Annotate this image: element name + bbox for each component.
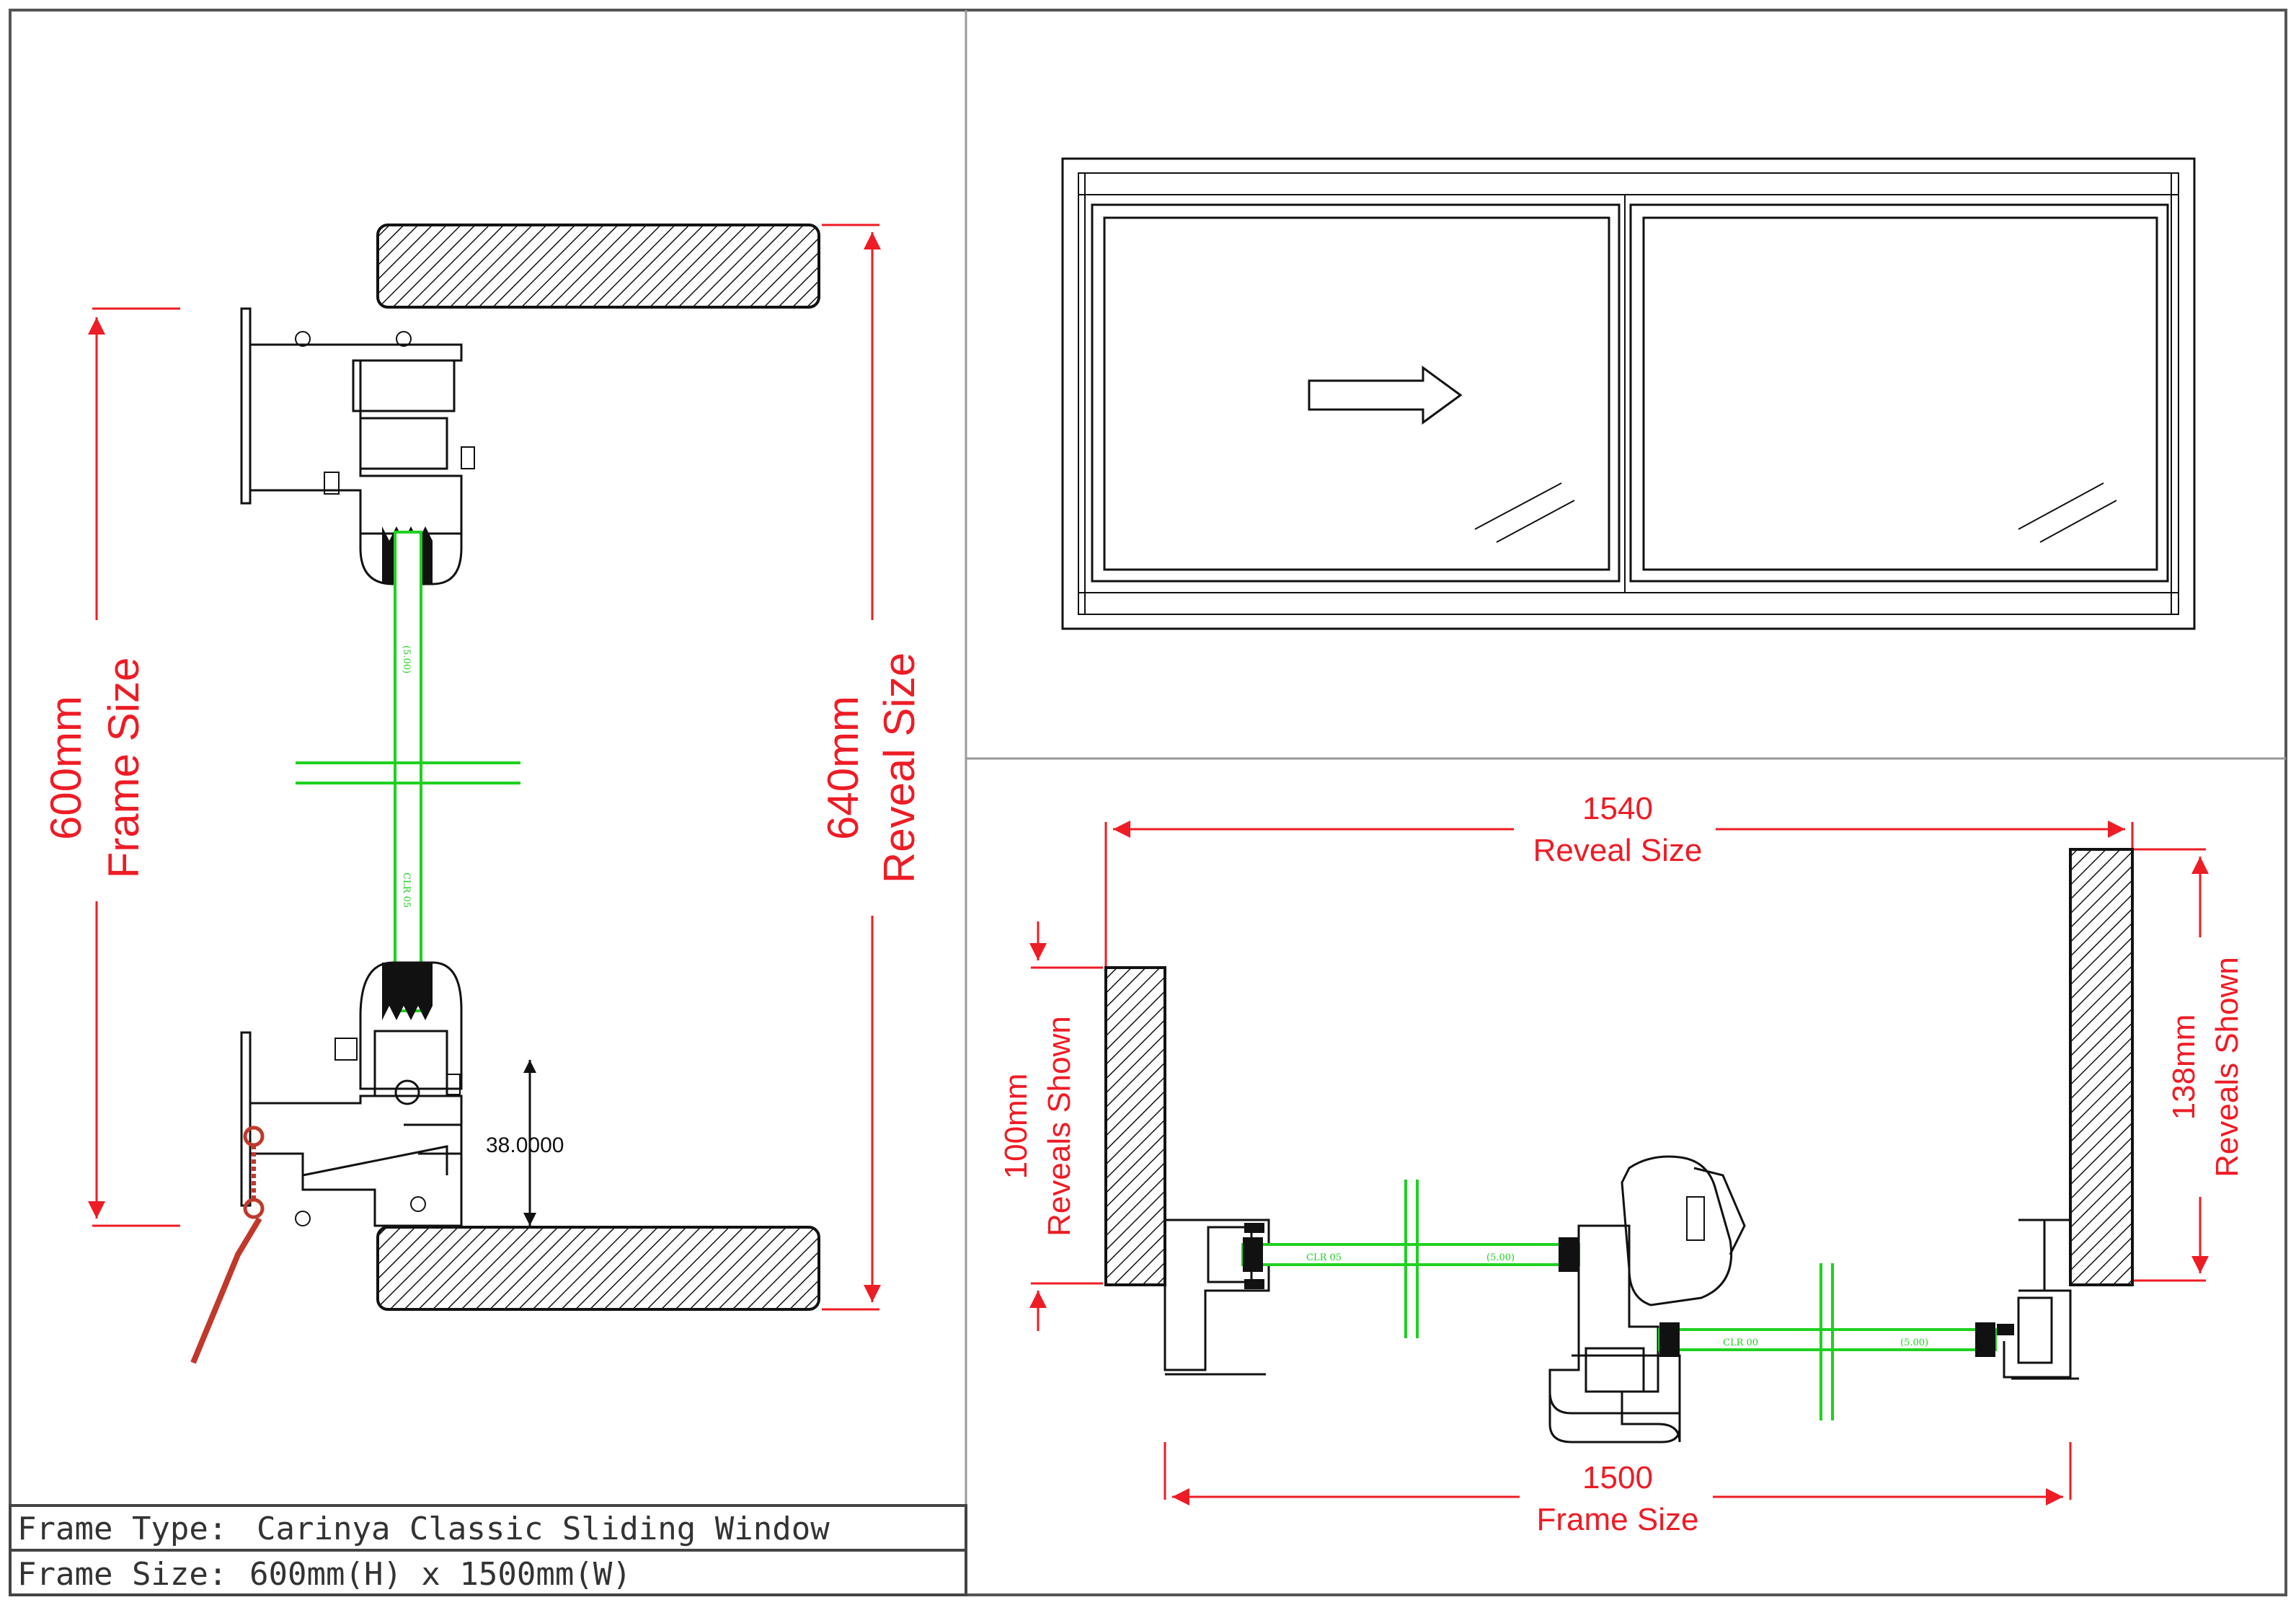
frame-height-dimension: 600mm Frame Size: [42, 307, 180, 1227]
title-block: Frame Type: Carinya Classic Sliding Wind…: [9, 1504, 967, 1596]
frame-width-dimension: 1500 Frame Size: [1163, 1442, 2072, 1537]
glass-code-2: (5.00): [1486, 1252, 1515, 1263]
right-jamb-profile: [1997, 1219, 2079, 1380]
vertical-section: (5.00) CLR 05 38.0000: [42, 224, 923, 1364]
frame-type-label: Frame Type:: [17, 1511, 227, 1547]
frame-height-label: Frame Size: [99, 658, 148, 879]
slide-direction-arrow-icon: [1308, 366, 1463, 425]
horizontal-section: CLR 05 (5.00) CLR 00 (5.00): [998, 791, 2245, 1537]
right-reveal-label: Reveals Shown: [2209, 957, 2245, 1177]
frame-size-value: 600mm(H) x 1500mm(W): [249, 1556, 631, 1593]
frame-type-value: Carinya Classic Sliding Window: [257, 1511, 830, 1547]
frame-size-label: Frame Size:: [17, 1556, 227, 1593]
reveal-height-value: 640mm: [819, 696, 867, 840]
head-reveal: [376, 224, 820, 309]
glass-code-bottom: CLR 05: [401, 872, 412, 908]
glass-code-3: CLR 00: [1723, 1338, 1758, 1348]
reveal-width-dimension: 1540 Reveal Size: [1104, 791, 2134, 966]
left-reveal-dimension: 100mm Reveals Shown: [998, 921, 1103, 1331]
sill-dimension: 38.0000: [486, 1060, 564, 1226]
glass-code-1: CLR 05: [1306, 1252, 1342, 1263]
vertical-glass: (5.00) CLR 05: [296, 531, 520, 1012]
glass-mark-icon: [1474, 482, 2117, 543]
frame-height-value: 600mm: [42, 696, 90, 840]
glass-code-4: (5.00): [1900, 1338, 1928, 1348]
right-reveal-dimension: 138mm Reveals Shown: [2134, 848, 2245, 1282]
right-jamb-reveal: [2069, 848, 2134, 1286]
reveal-height-dimension: 640mm Reveal Size: [819, 224, 923, 1311]
frame-width-value: 1500: [1582, 1460, 1653, 1495]
head-frame-profile: [240, 307, 475, 585]
reveal-height-label: Reveal Size: [875, 653, 923, 883]
left-jamb-reveal: [1104, 966, 1166, 1286]
sheet-frame: [9, 9, 2287, 1596]
sill-reveal: [376, 1226, 820, 1311]
left-glass: CLR 05 (5.00): [1241, 1180, 1580, 1338]
sill-dimension-value: 38.0000: [486, 1133, 564, 1157]
right-glass: CLR 00 (5.00): [1658, 1263, 1997, 1420]
interlock-profile: [1548, 1224, 1681, 1443]
glass-code-top: (5.00): [401, 645, 412, 673]
sill-frame-profile: [240, 961, 463, 1227]
reveal-width-value: 1540: [1582, 791, 1653, 826]
winder-handle: [190, 1126, 265, 1364]
left-reveal-value: 100mm: [998, 1074, 1034, 1180]
window-elevation: [1061, 157, 2196, 630]
right-reveal-value: 138mm: [2166, 1014, 2202, 1120]
left-reveal-label: Reveals Shown: [1042, 1016, 1077, 1237]
frame-width-label: Frame Size: [1537, 1502, 1699, 1537]
latch-handle-icon: [1621, 1155, 1746, 1306]
reveal-width-label: Reveal Size: [1533, 833, 1703, 868]
